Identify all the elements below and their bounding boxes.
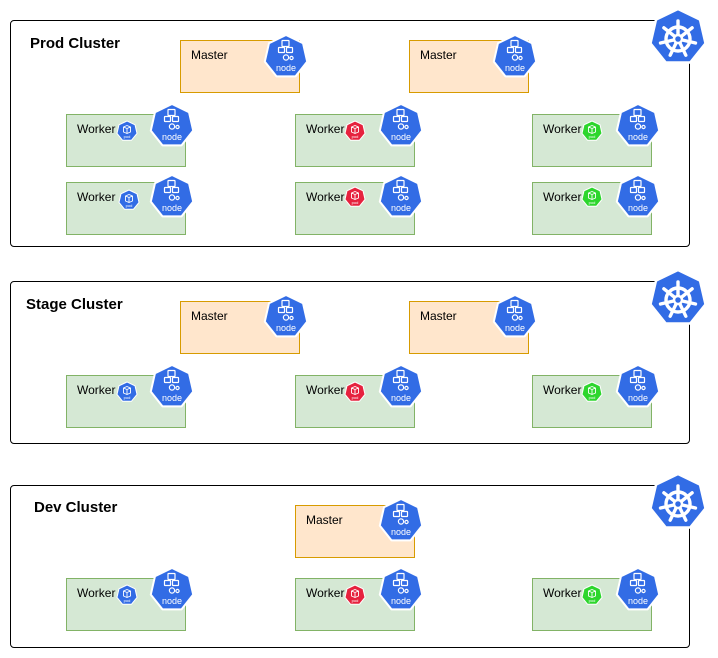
node-icon: [614, 363, 662, 411]
pod-blue-icon: [116, 584, 138, 606]
worker-label: Worker: [306, 190, 345, 204]
dev-cluster-title: Dev Cluster: [34, 499, 118, 516]
master-label: Master: [191, 309, 228, 323]
node-icon: [148, 363, 196, 411]
pod-red-icon: [344, 120, 366, 142]
node-icon: [377, 102, 425, 150]
node-icon: [148, 173, 196, 221]
node-icon: [614, 566, 662, 614]
kubernetes-logo-icon: [647, 7, 709, 71]
node-icon: [148, 102, 196, 150]
worker-label: Worker: [306, 122, 345, 136]
master-label: Master: [420, 48, 457, 62]
worker-label: Worker: [543, 122, 582, 136]
worker-label: Worker: [543, 190, 582, 204]
pod-red-icon: [344, 584, 366, 606]
pod-blue-icon: [118, 189, 140, 211]
node-icon: [262, 33, 310, 81]
worker-label: Worker: [306, 383, 345, 397]
node-icon: [377, 363, 425, 411]
node-icon: [377, 173, 425, 221]
master-label: Master: [420, 309, 457, 323]
node-icon: [377, 497, 425, 545]
kubernetes-logo-icon: [647, 268, 709, 332]
pod-green-icon: [581, 381, 603, 403]
worker-label: Worker: [77, 122, 116, 136]
pod-red-icon: [344, 381, 366, 403]
node-icon: [491, 293, 539, 341]
worker-label: Worker: [77, 383, 116, 397]
pod-green-icon: [581, 120, 603, 142]
stage-cluster-title: Stage Cluster: [26, 296, 123, 313]
node-icon: [148, 566, 196, 614]
node-icon: [491, 33, 539, 81]
pod-green-icon: [581, 186, 603, 208]
master-label: Master: [306, 513, 343, 527]
worker-label: Worker: [77, 190, 116, 204]
node-icon: [614, 102, 662, 150]
node-icon: [614, 173, 662, 221]
pod-red-icon: [344, 186, 366, 208]
pod-green-icon: [581, 584, 603, 606]
node-icon: [262, 293, 310, 341]
kubernetes-logo-icon: [647, 472, 709, 536]
worker-label: Worker: [543, 383, 582, 397]
master-label: Master: [191, 48, 228, 62]
prod-cluster-title: Prod Cluster: [30, 35, 121, 52]
pod-blue-icon: [116, 120, 138, 142]
node-icon: [377, 566, 425, 614]
worker-label: Worker: [543, 586, 582, 600]
worker-label: Worker: [77, 586, 116, 600]
worker-label: Worker: [306, 586, 345, 600]
pod-blue-icon: [116, 381, 138, 403]
